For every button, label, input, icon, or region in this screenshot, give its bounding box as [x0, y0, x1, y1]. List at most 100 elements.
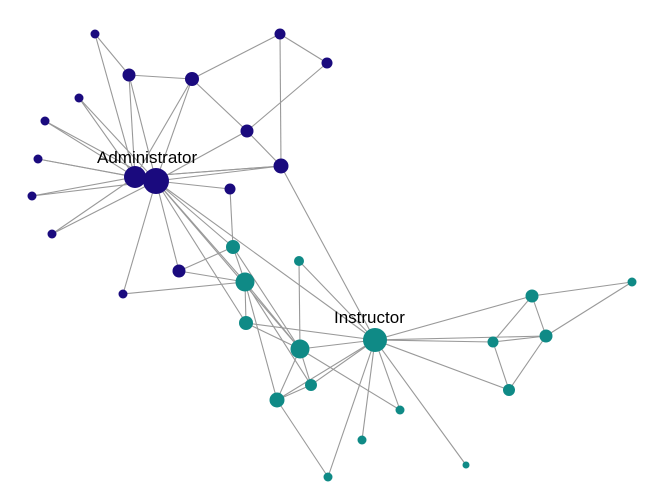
node-t5	[290, 339, 310, 359]
node-admin2	[124, 166, 146, 188]
edge-t1-t5	[232, 246, 301, 350]
edge-t5-instr	[299, 339, 376, 350]
edge-instr-t11	[374, 339, 467, 466]
edge-p12-t1	[229, 188, 234, 248]
node-t3	[235, 272, 255, 292]
edge-t4-t5	[245, 322, 301, 350]
edge-admin2-p1	[94, 33, 136, 178]
node-p2	[122, 68, 136, 82]
edge-t3-t6	[244, 281, 312, 386]
edge-p5-p8	[246, 62, 328, 132]
edge-admin2-p6	[78, 97, 136, 178]
edge-instr-t15	[374, 339, 494, 343]
edge-admin-p2	[128, 74, 157, 182]
edge-instr-t9	[361, 339, 376, 441]
edge-p14-t3	[178, 270, 246, 283]
edge-admin2-p2	[128, 74, 136, 178]
node-p14	[172, 264, 186, 278]
edge-admin2-p7	[44, 120, 136, 178]
edge-admin-p8	[155, 130, 248, 182]
edge-p3-p4	[191, 33, 281, 80]
edge-t2-t5	[298, 260, 301, 350]
node-t14	[539, 329, 553, 343]
node-t13	[627, 277, 637, 287]
edge-instr-t12	[374, 295, 533, 341]
edge-admin-p15	[122, 180, 157, 295]
node-p15	[118, 289, 128, 299]
edge-t12-t14	[531, 295, 547, 337]
node-p5	[321, 57, 333, 69]
node-p4	[274, 28, 286, 40]
node-p8	[240, 124, 254, 138]
node-t7	[269, 392, 285, 408]
node-p6	[74, 93, 84, 103]
edge-layer	[31, 33, 633, 478]
edge-t14-t15	[492, 335, 547, 343]
edge-admin-p10	[155, 165, 282, 182]
node-t15	[487, 336, 499, 348]
node-p3	[185, 72, 199, 86]
edge-t13-t14	[545, 281, 633, 337]
node-p1	[90, 29, 100, 39]
node-admin	[143, 168, 169, 194]
edge-admin2-p11	[31, 176, 136, 197]
edge-admin-p6	[78, 97, 157, 182]
edge-p1-p2	[94, 33, 130, 76]
node-p13	[47, 229, 57, 239]
edge-p2-p3	[128, 74, 193, 80]
node-t12	[525, 289, 539, 303]
node-t10	[323, 472, 333, 482]
node-p9	[33, 154, 43, 164]
edge-p8-p10	[246, 130, 282, 167]
edge-p4-p5	[279, 33, 328, 64]
edge-p15-t3	[122, 281, 246, 295]
node-t4	[239, 316, 253, 330]
edge-p3-p8	[191, 78, 248, 132]
edge-t12-t13	[531, 281, 633, 297]
edge-admin2-p3	[134, 78, 193, 178]
node-p10	[273, 158, 289, 174]
edge-admin-p13	[51, 180, 157, 235]
edge-instr-t10	[327, 339, 376, 478]
edge-t3-t7	[244, 281, 278, 401]
node-t2	[294, 256, 304, 266]
edge-instr-t2	[298, 260, 376, 341]
node-p11	[27, 191, 37, 201]
node-t11	[462, 461, 470, 469]
node-t1	[226, 240, 240, 254]
edge-instr-t14	[374, 335, 547, 341]
edge-t14-t16	[508, 335, 547, 391]
edge-instr-t8	[374, 339, 401, 411]
edge-admin-instr	[155, 180, 376, 341]
node-t9	[357, 435, 367, 445]
node-p12	[224, 183, 236, 195]
edge-p4-p10	[279, 33, 282, 167]
node-t16	[503, 384, 515, 396]
edge-admin-t4	[155, 180, 247, 324]
edge-p14-t1	[178, 246, 234, 272]
node-t6	[305, 379, 317, 391]
edge-t7-t10	[276, 399, 329, 478]
label-layer: Administrator Instructor	[97, 148, 405, 327]
edge-admin2-p13	[51, 176, 136, 235]
administrator-label: Administrator	[97, 148, 197, 167]
edge-p10-instr	[280, 165, 376, 341]
node-instr	[363, 328, 387, 352]
edge-t3-t5	[244, 281, 301, 350]
node-p7	[40, 116, 50, 126]
instructor-label: Instructor	[334, 308, 405, 327]
edge-admin-t1	[155, 180, 234, 248]
edge-t7-instr	[276, 339, 376, 401]
edge-t12-t15	[492, 295, 533, 343]
node-layer	[27, 28, 637, 482]
edge-admin-t5	[155, 180, 301, 350]
edge-t5-t8	[299, 348, 401, 411]
edge-t6-instr	[310, 339, 376, 386]
edge-t15-t16	[492, 341, 510, 391]
edge-admin-p3	[155, 78, 193, 182]
edge-admin2-p9	[37, 158, 136, 178]
edge-instr-t16	[374, 339, 510, 391]
edge-admin-p14	[155, 180, 180, 272]
edge-t4-instr	[245, 322, 376, 341]
